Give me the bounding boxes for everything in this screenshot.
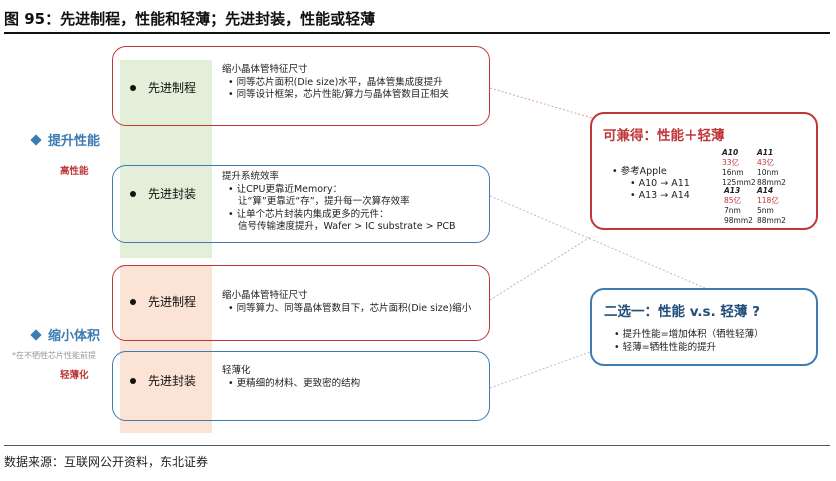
tradeoff-line: • 提升性能=增加体积（牺牲轻薄） [614,329,764,340]
diamond-icon [30,329,42,341]
row-process-shrink [112,265,490,341]
row-process-performance [112,46,490,126]
row-description: 缩小晶体管特征尺寸 • 同等算力、同等晶体管数目下，芯片面积(Die size)… [222,290,472,314]
tradeoff-line: • 轻薄=牺牲性能的提升 [614,342,717,353]
row-packaging-shrink [112,351,490,421]
tradeoff-title: 二选一：性能 v.s. 轻薄 ? [604,304,760,320]
row-label: 先进封装 [130,185,196,202]
row-description: 缩小晶体管特征尺寸 • 同等芯片面积(Die size)水平，晶体管集成度提升 … [222,64,449,100]
row-label: 先进封装 [130,372,196,389]
chip-pair: • A10 → A11 [630,178,690,189]
bullet-dot [130,190,136,197]
row-description: 轻薄化 • 更精细的材料、更致密的结构 [222,365,361,389]
compatible-box [590,112,818,230]
apple-reference: • 参考Apple [612,166,667,177]
chip-stats: A14 118亿 5nm 88mm2 [757,186,786,225]
performance-band [120,60,212,258]
chip-pair: • A13 → A14 [630,190,690,201]
bullet-dot [130,377,136,384]
top-rule [4,32,830,34]
bullet-dot [130,298,136,305]
shrink-band [120,265,212,433]
row-description: 提升系统效率 • 让CPU更靠近Memory： 让“算”更靠近“存”，提升每一次… [222,171,456,232]
row-packaging-performance [112,165,490,243]
connector-4 [489,351,591,389]
row-label: 先进制程 [130,293,196,310]
connector-3 [489,195,706,289]
performance-subtitle: 高性能 [60,166,89,177]
diamond-icon [30,134,42,146]
tradeoff-box [590,288,818,366]
figure-title: 图 95：先进制程，性能和轻薄；先进封装，性能或轻薄 [4,10,376,28]
figure-source: 数据来源：互联网公开资料，东北证券 [4,455,209,469]
performance-section-title: 提升性能 [30,130,100,149]
chip-stats: A11 43亿 10nm 88mm2 [757,148,786,187]
chip-stats: A13 85亿 7nm 98mm2 [724,186,753,225]
row-label: 先进制程 [130,79,196,96]
connector-2 [489,235,593,301]
compatible-title: 可兼得：性能＋轻薄 [603,128,725,144]
bullet-dot [130,84,136,91]
bottom-rule [4,445,830,446]
shrink-subtitle: 轻薄化 [60,370,89,381]
shrink-note: *在不牺牲芯片性能前提 [12,351,96,360]
shrink-section-title: 缩小体积 [30,325,100,344]
chip-stats: A10 33亿 16nm 125mm2 [722,148,756,187]
connector-1 [489,87,593,119]
